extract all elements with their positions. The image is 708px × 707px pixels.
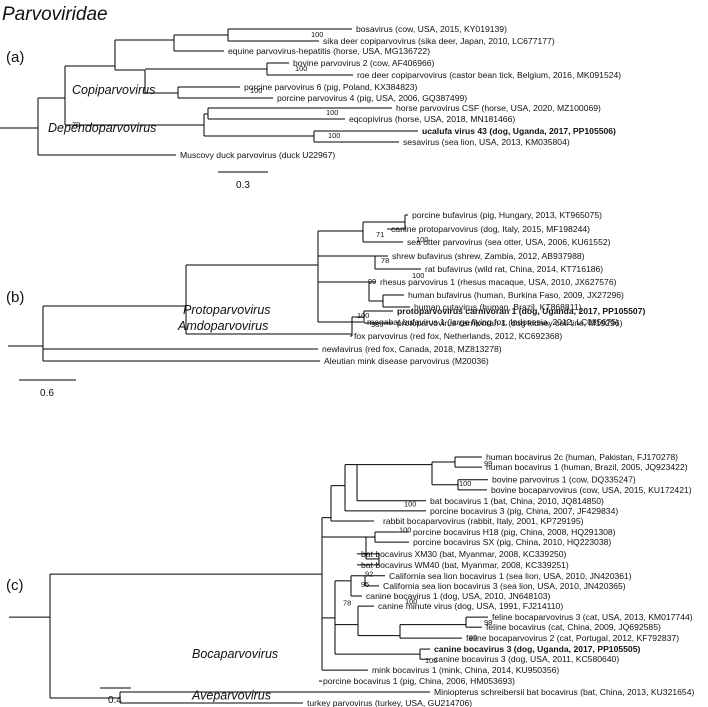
taxon-label: feline bocaparvovirus 3 (cat, USA, 2013,… [492,612,693,622]
taxon-label: porcine bufavirus (pig, Hungary, 2013, K… [412,210,602,220]
taxon-label: Aleutian mink disease parvovirus (M20036… [324,356,489,366]
scale-bar-label: 0.4 [108,695,122,706]
taxon-label: rabbit bocaparvovirus (rabbit, Italy, 20… [383,516,584,526]
bootstrap-value: 100 [412,271,424,280]
bootstrap-value: 70 [72,120,80,129]
genus-label: Amdoparvovirus [177,319,268,333]
bootstrap-value: 100 [311,30,323,39]
genus-label: Aveparvovirus [191,688,271,702]
bootstrap-value: 99 [368,277,376,286]
taxon-label: mink bocavirus 1 (mink, China, 2014, KU9… [372,665,559,675]
taxon-label: porcine bocavirus 3 (pig, China, 2007, J… [430,506,618,516]
taxon-label: canine minute virus (dog, USA, 1991, FJ2… [378,601,563,611]
panel-label: (a) [6,49,24,66]
taxon-label: bat bocavirus 1 (bat, China, 2010, JQ814… [430,496,604,506]
bootstrap-value: 100 [399,525,411,534]
scale-bar-label: 0.3 [236,180,250,191]
bootstrap-value: 100 [459,479,471,488]
taxon-label: protoparvovirus carnivoran 1 (dog kidney… [397,318,623,328]
taxon-label: ucalufa virus 43 (dog, Uganda, 2017, PP1… [422,126,616,136]
bootstrap-value: 100 [328,131,340,140]
taxon-label: human bocavirus 2c (human, Pakistan, FJ1… [486,452,678,462]
taxon-label: human cutavirus (human, Brazil, KT868811… [414,302,582,312]
taxon-label: bat bocavirus WM40 (bat, Myanmar, 2008, … [361,560,569,570]
taxon-label: megabat bufavirus 1 (large flying fox, I… [367,317,619,327]
taxon-label: porcine parvovirus 6 (pig, Poland, KX384… [244,82,418,92]
taxon-label: porcine parvovirus 4 (pig, USA, 2006, GQ… [277,93,467,103]
panel-a: (a) bosavirus (cow, USA, 2015, KY019139) s… [0,24,621,191]
taxon-label: sika deer copiparvovirus (sika deer, Jap… [323,36,555,46]
bootstrap-value: 95 [361,580,369,589]
bootstrap-value: 78 [343,599,351,608]
bootstrap-value: 92 [365,569,373,578]
taxon-label: sea otter parvovirus (sea otter, USA, 20… [407,237,611,247]
bootstrap-value: 71 [376,230,384,239]
taxon-label: protoparvovirus carnivoran 1 (dog, Ugand… [397,306,645,316]
taxon-label: canine protoparvovirus (dog, Italy, 2015… [391,224,590,234]
taxon-label: feline bocavirus (cat, China, 2009, JQ69… [486,622,661,632]
taxon-label: horse parvovirus CSF (horse, USA, 2020, … [396,103,601,113]
taxon-label: fox parvovirus (red fox, Netherlands, 20… [354,331,562,341]
taxon-label: canine bocavirus 3 (dog, Uganda, 2017, P… [434,644,640,654]
panel-label: (b) [6,289,24,306]
bootstrap-value: 78 [381,256,389,265]
taxon-label: Miniopterus schreibersii bat bocavirus (… [434,687,694,697]
scale-bar-label: 0.6 [40,388,54,399]
taxon-label: California sea lion bocavirus 1 (sea lio… [389,571,632,581]
bootstrap-value: 100 [357,311,369,320]
taxon-label: bovine parvovirus 2 (cow, AF406966) [293,58,435,68]
genus-label: Copiparvovirus [72,83,155,97]
panel-b: (b) porcine bufavirus (pig, Hungary, 2013… [6,210,645,399]
taxon-label: roe deer copiparvovirus (castor bean tic… [357,70,621,80]
bootstrap-value: 99 [484,459,492,468]
taxon-label: Muscovy duck parvovirus (duck U22967) [180,150,335,160]
taxon-label: porcine bocavirus H18 (pig, China, 2008,… [413,527,616,537]
figure-title: Parvoviridae [2,4,108,25]
genus-label: Bocaparvovirus [192,647,278,661]
taxon-label: feline bocaparvovirus 2 (cat, Portugal, … [466,633,679,643]
taxon-label: rhesus parvovirus 1 (rhesus macaque, USA… [380,277,617,287]
taxon-label: bovine bocaparvovirus (cow, USA, 2015, K… [491,485,692,495]
taxon-label: California sea lion bocavirus 3 (sea lio… [383,581,626,591]
taxon-label: bosavirus (cow, USA, 2015, KY019139) [356,24,507,34]
bootstrap-value: 100 [250,86,262,95]
genus-label: Dependoparvovirus [48,121,156,135]
bootstrap-value: 98 [484,618,492,627]
taxon-label: bovine parvovirus 1 (cow, DQ335247) [492,475,636,485]
bootstrap-value: 99 [469,633,477,642]
taxon-label: canine bocavirus 3 (dog, USA, 2011, KC58… [434,654,619,664]
taxon-label: turkey parvovirus (turkey, USA, GU214706… [307,698,472,707]
bootstrap-value: 100 [295,64,307,73]
taxon-label: canine bocavirus 1 (dog, USA, 2010, JN64… [366,591,551,601]
panel-label: (c) [6,577,24,594]
bootstrap-value: 100 [404,499,416,508]
bootstrap-value: 98 [371,320,379,329]
taxon-label: newlavirus (red fox, Canada, 2018, MZ813… [322,344,502,354]
taxon-label: bat bocavirus XM30 (bat, Myanmar, 2008, … [361,549,567,559]
bootstrap-value: 100 [425,656,437,665]
taxon-label: human bufavirus (human, Burkina Faso, 20… [408,290,624,300]
taxon-label: porcine bocavirus 1 (pig, China, 2006, H… [323,676,515,686]
bootstrap-value: 100 [326,108,338,117]
bootstrap-value: 100 [405,597,417,606]
taxon-label: human bocavirus 1 (human, Brazil, 2005, … [486,462,688,472]
taxon-label: shrew bufavirus (shrew, Zambia, 2012, AB… [392,251,585,261]
taxon-label: eqcopivirus (horse, USA, 2018, MN181466) [349,114,515,124]
panel-c: (c) human bocavirus 2c (human, Pakistan, … [6,452,694,707]
taxon-label: porcine bocavirus SX (pig, China, 2010, … [413,537,611,547]
genus-label: Protoparvovirus [183,303,271,317]
taxon-label: equine parvovirus-hepatitis (horse, USA,… [228,46,430,56]
taxon-label: sesavirus (sea lion, USA, 2013, KM035804… [403,137,570,147]
taxon-label: rat bufavirus (wild rat, China, 2014, KT… [425,264,603,274]
bootstrap-value: 100 [416,235,428,244]
